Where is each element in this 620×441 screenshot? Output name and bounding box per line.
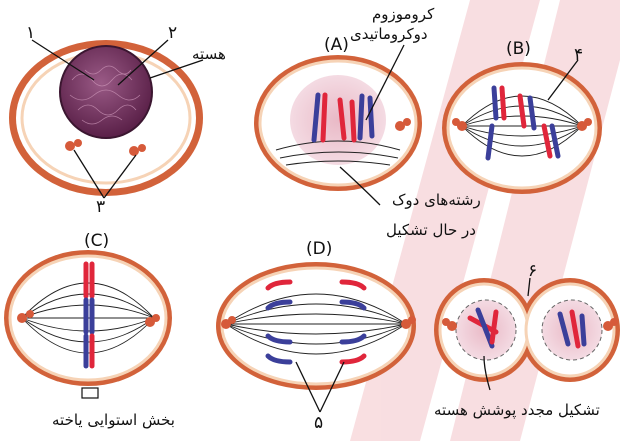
label-5: ۵ (314, 414, 323, 433)
label-6: ۶ (528, 262, 537, 281)
panel-label-d: (D) (306, 240, 332, 259)
label-3: ۳ (96, 198, 105, 217)
label-equator: بخش استوایی یاخته (52, 412, 175, 429)
label-chromosome-line1: کروموزوم (372, 6, 434, 23)
panel-label-c: (C) (84, 232, 109, 251)
cell-anaphase-d (216, 262, 416, 390)
label-spindle-line1: رشته‌های دوک (392, 192, 481, 209)
cell-prometaphase-b (442, 62, 602, 194)
cell-prophase-a (254, 55, 422, 191)
panel-label-a: (A) (324, 36, 349, 55)
label-chromosome-line2: دوکروماتیدی (350, 26, 428, 43)
label-nucleus: هسته (192, 46, 226, 63)
label-2: ۲ (168, 24, 177, 43)
label-4: ۴ (574, 46, 583, 65)
label-reform-nucleus: تشکیل مجدد پوشش هسته (434, 402, 600, 419)
cell-metaphase-c (4, 250, 172, 398)
reforming-nucleus-right (542, 300, 602, 360)
label-1: ۱ (26, 24, 35, 43)
panel-label-b: (B) (506, 40, 531, 59)
equator-marker (82, 388, 98, 398)
nucleus (60, 46, 152, 138)
cell-interphase (9, 40, 203, 196)
label-spindle-line2: در حال تشکیل (386, 222, 476, 239)
